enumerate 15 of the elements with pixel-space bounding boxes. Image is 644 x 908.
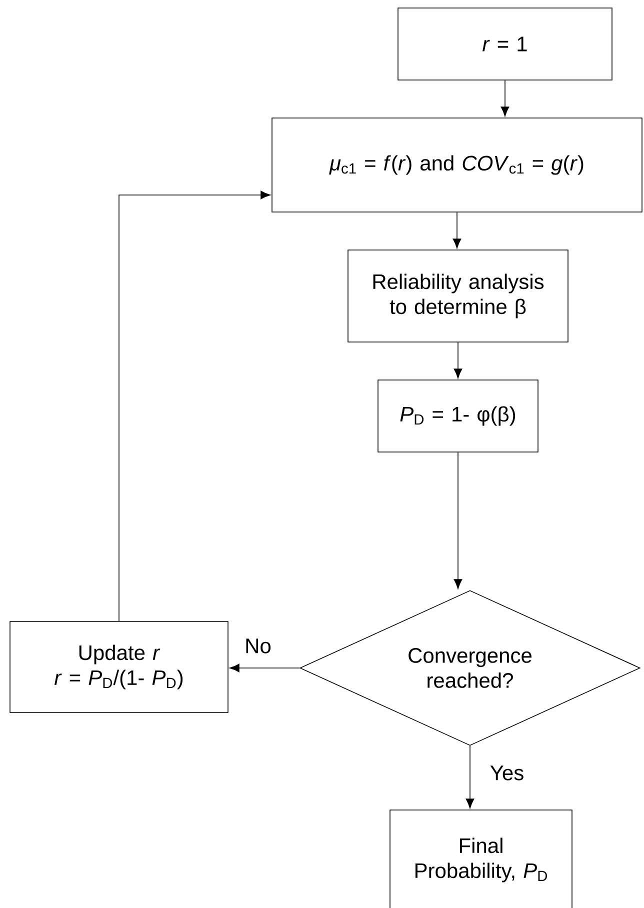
- arrow: [118, 190, 270, 622]
- process-box: Reliability analysis to determine β: [348, 250, 568, 342]
- arrow: [500, 80, 510, 116]
- process-box: Update r r = P$_{D}$/(1- P$_{D}$): [10, 621, 228, 713]
- arrow: [230, 664, 300, 672]
- arrow: [466, 746, 474, 808]
- process-box: μ$_{c1}$ = f(r) and COV$_{c1}$ = g(r): [272, 118, 642, 212]
- arrow: [452, 212, 462, 248]
- process-box: r = 1: [398, 8, 612, 80]
- arrow: [454, 342, 462, 378]
- edge-label: No: [244, 638, 272, 654]
- arrow: [454, 452, 462, 589]
- edge-label: Yes: [488, 764, 526, 782]
- process-box: Final Probability, P$_{D}$: [390, 810, 572, 908]
- process-box: P$_{D}$ = 1- φ(β): [378, 380, 538, 452]
